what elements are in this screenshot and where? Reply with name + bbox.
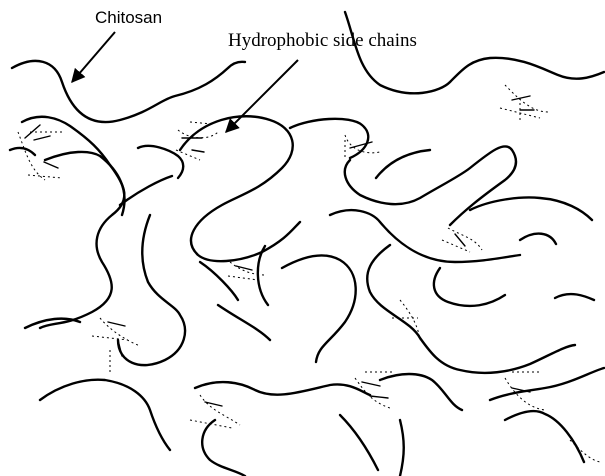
chitosan-chains — [10, 12, 604, 476]
side-chain-arrow — [226, 60, 298, 132]
hydrophobic-side-chain-clusters — [18, 85, 600, 462]
chitosan-arrow — [72, 32, 115, 82]
